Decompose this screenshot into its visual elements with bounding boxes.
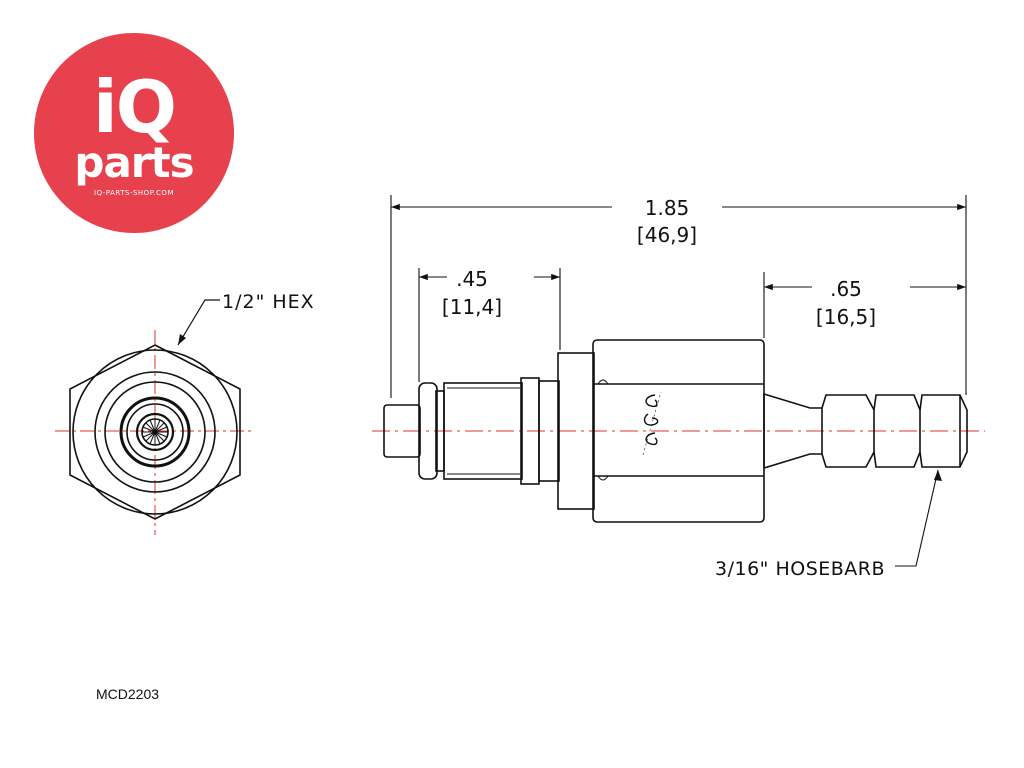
hex-leader-line (177, 299, 220, 346)
valve-star (142, 419, 168, 445)
logo-parts-text: parts (74, 138, 194, 187)
barb-length-inch: .65 (830, 277, 862, 301)
tip-length-inch: .45 (456, 267, 488, 291)
hex-outer-circle (72, 349, 238, 515)
barb-length-mm: [16,5] (816, 305, 876, 329)
barb-ring-3 (919, 394, 968, 468)
seal-inner-circle (126, 403, 184, 461)
seal-circle (119, 396, 191, 468)
hosebarb-label: 3/16" HOSEBARB (715, 558, 885, 580)
collar (557, 352, 595, 510)
overall-length-inch: 1.85 (645, 196, 690, 220)
end-view (55, 299, 252, 535)
cpc-logo-icon (642, 391, 662, 456)
part-number: MCD2203 (96, 686, 160, 702)
barb-ring-1 (821, 394, 875, 468)
barb-ring-2 (873, 394, 921, 468)
hex-outline (69, 344, 241, 520)
overall-length-mm: [46,9] (637, 223, 697, 247)
side-view (372, 339, 985, 523)
tip-length-mm: [11,4] (442, 295, 502, 319)
collar-inner-circle (104, 381, 206, 483)
hex-size-label: 1/2" HEX (222, 291, 315, 313)
logo-url-text: IQ-PARTS-SHOP.COM (94, 189, 174, 197)
logo-iq-text: iQ (93, 65, 177, 149)
dimensions (390, 195, 967, 567)
hosebarb-leader-line (895, 469, 939, 567)
oring-shoulder (418, 382, 438, 480)
collar-flange (538, 380, 560, 482)
valve-circle (135, 412, 175, 452)
stem-body (443, 382, 523, 480)
collar-circle (94, 371, 216, 493)
coupling-tip (383, 404, 421, 458)
iq-parts-logo: iQ parts IQ-PARTS-SHOP.COM (34, 33, 234, 233)
